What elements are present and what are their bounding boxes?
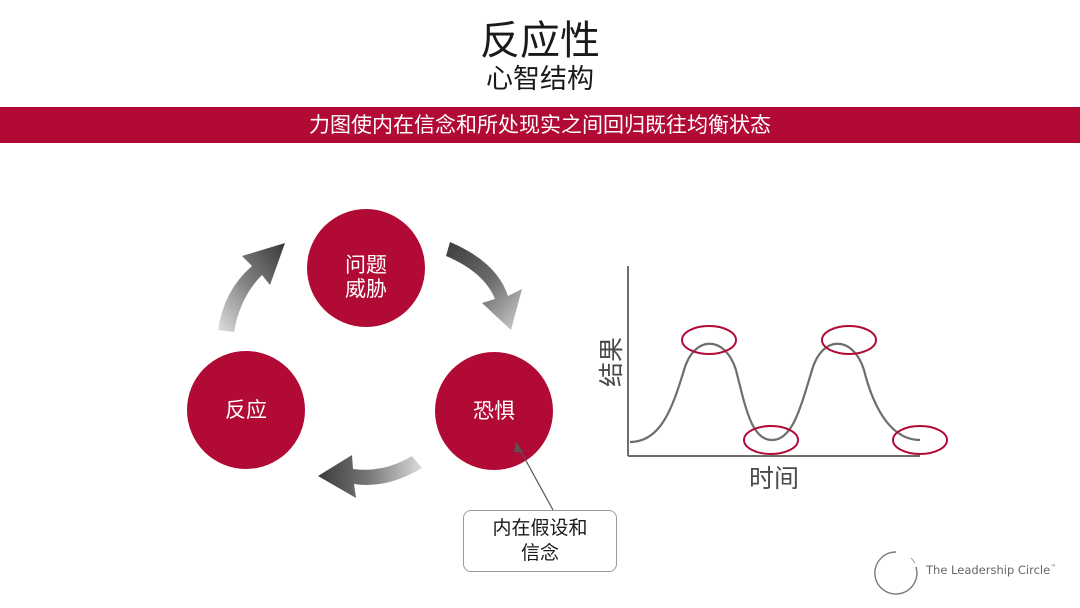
y-axis-label: 结果 xyxy=(597,337,626,387)
callout-pointer xyxy=(518,447,554,511)
banner: 力图使内在信念和所处现实之间回归既往均衡状态 xyxy=(0,107,1080,143)
node-label-line2: 威胁 xyxy=(345,277,387,301)
curved-arrow-icon xyxy=(218,243,285,332)
x-axis-label: 时间 xyxy=(749,464,799,493)
trough-marker xyxy=(892,425,948,455)
node-label: 反应 xyxy=(225,398,267,422)
ring-logo-icon xyxy=(874,551,918,595)
callout-line2: 信念 xyxy=(520,542,559,564)
logo-trademark: ™ xyxy=(1050,564,1057,572)
peak-marker xyxy=(681,325,737,355)
node-label-line1: 问题 xyxy=(345,253,387,277)
trough-marker xyxy=(743,425,799,455)
page-title: 反应性 xyxy=(480,18,600,64)
page-subtitle: 心智结构 xyxy=(486,64,594,95)
oscillation-graph: 结果 时间 xyxy=(597,266,948,493)
logo-name: The Leadership Circle xyxy=(926,563,1051,577)
cycle-node-reaction: 反应 xyxy=(187,351,305,469)
assumptions-callout: 内在假设和 信念 xyxy=(463,510,617,572)
result-curve xyxy=(629,342,921,444)
cycle-node-fear: 恐惧 xyxy=(435,352,553,470)
callout-line1: 内在假设和 xyxy=(492,517,588,539)
curved-arrow-icon xyxy=(446,242,522,330)
callout-pointer-arrowhead xyxy=(514,442,523,452)
logo-text: The Leadership Circle™ xyxy=(926,563,1056,577)
cycle-node-problem-threat: 问题 威胁 xyxy=(307,209,425,327)
node-label: 恐惧 xyxy=(473,399,515,423)
curved-arrow-icon xyxy=(318,455,422,498)
peak-marker xyxy=(821,325,877,355)
